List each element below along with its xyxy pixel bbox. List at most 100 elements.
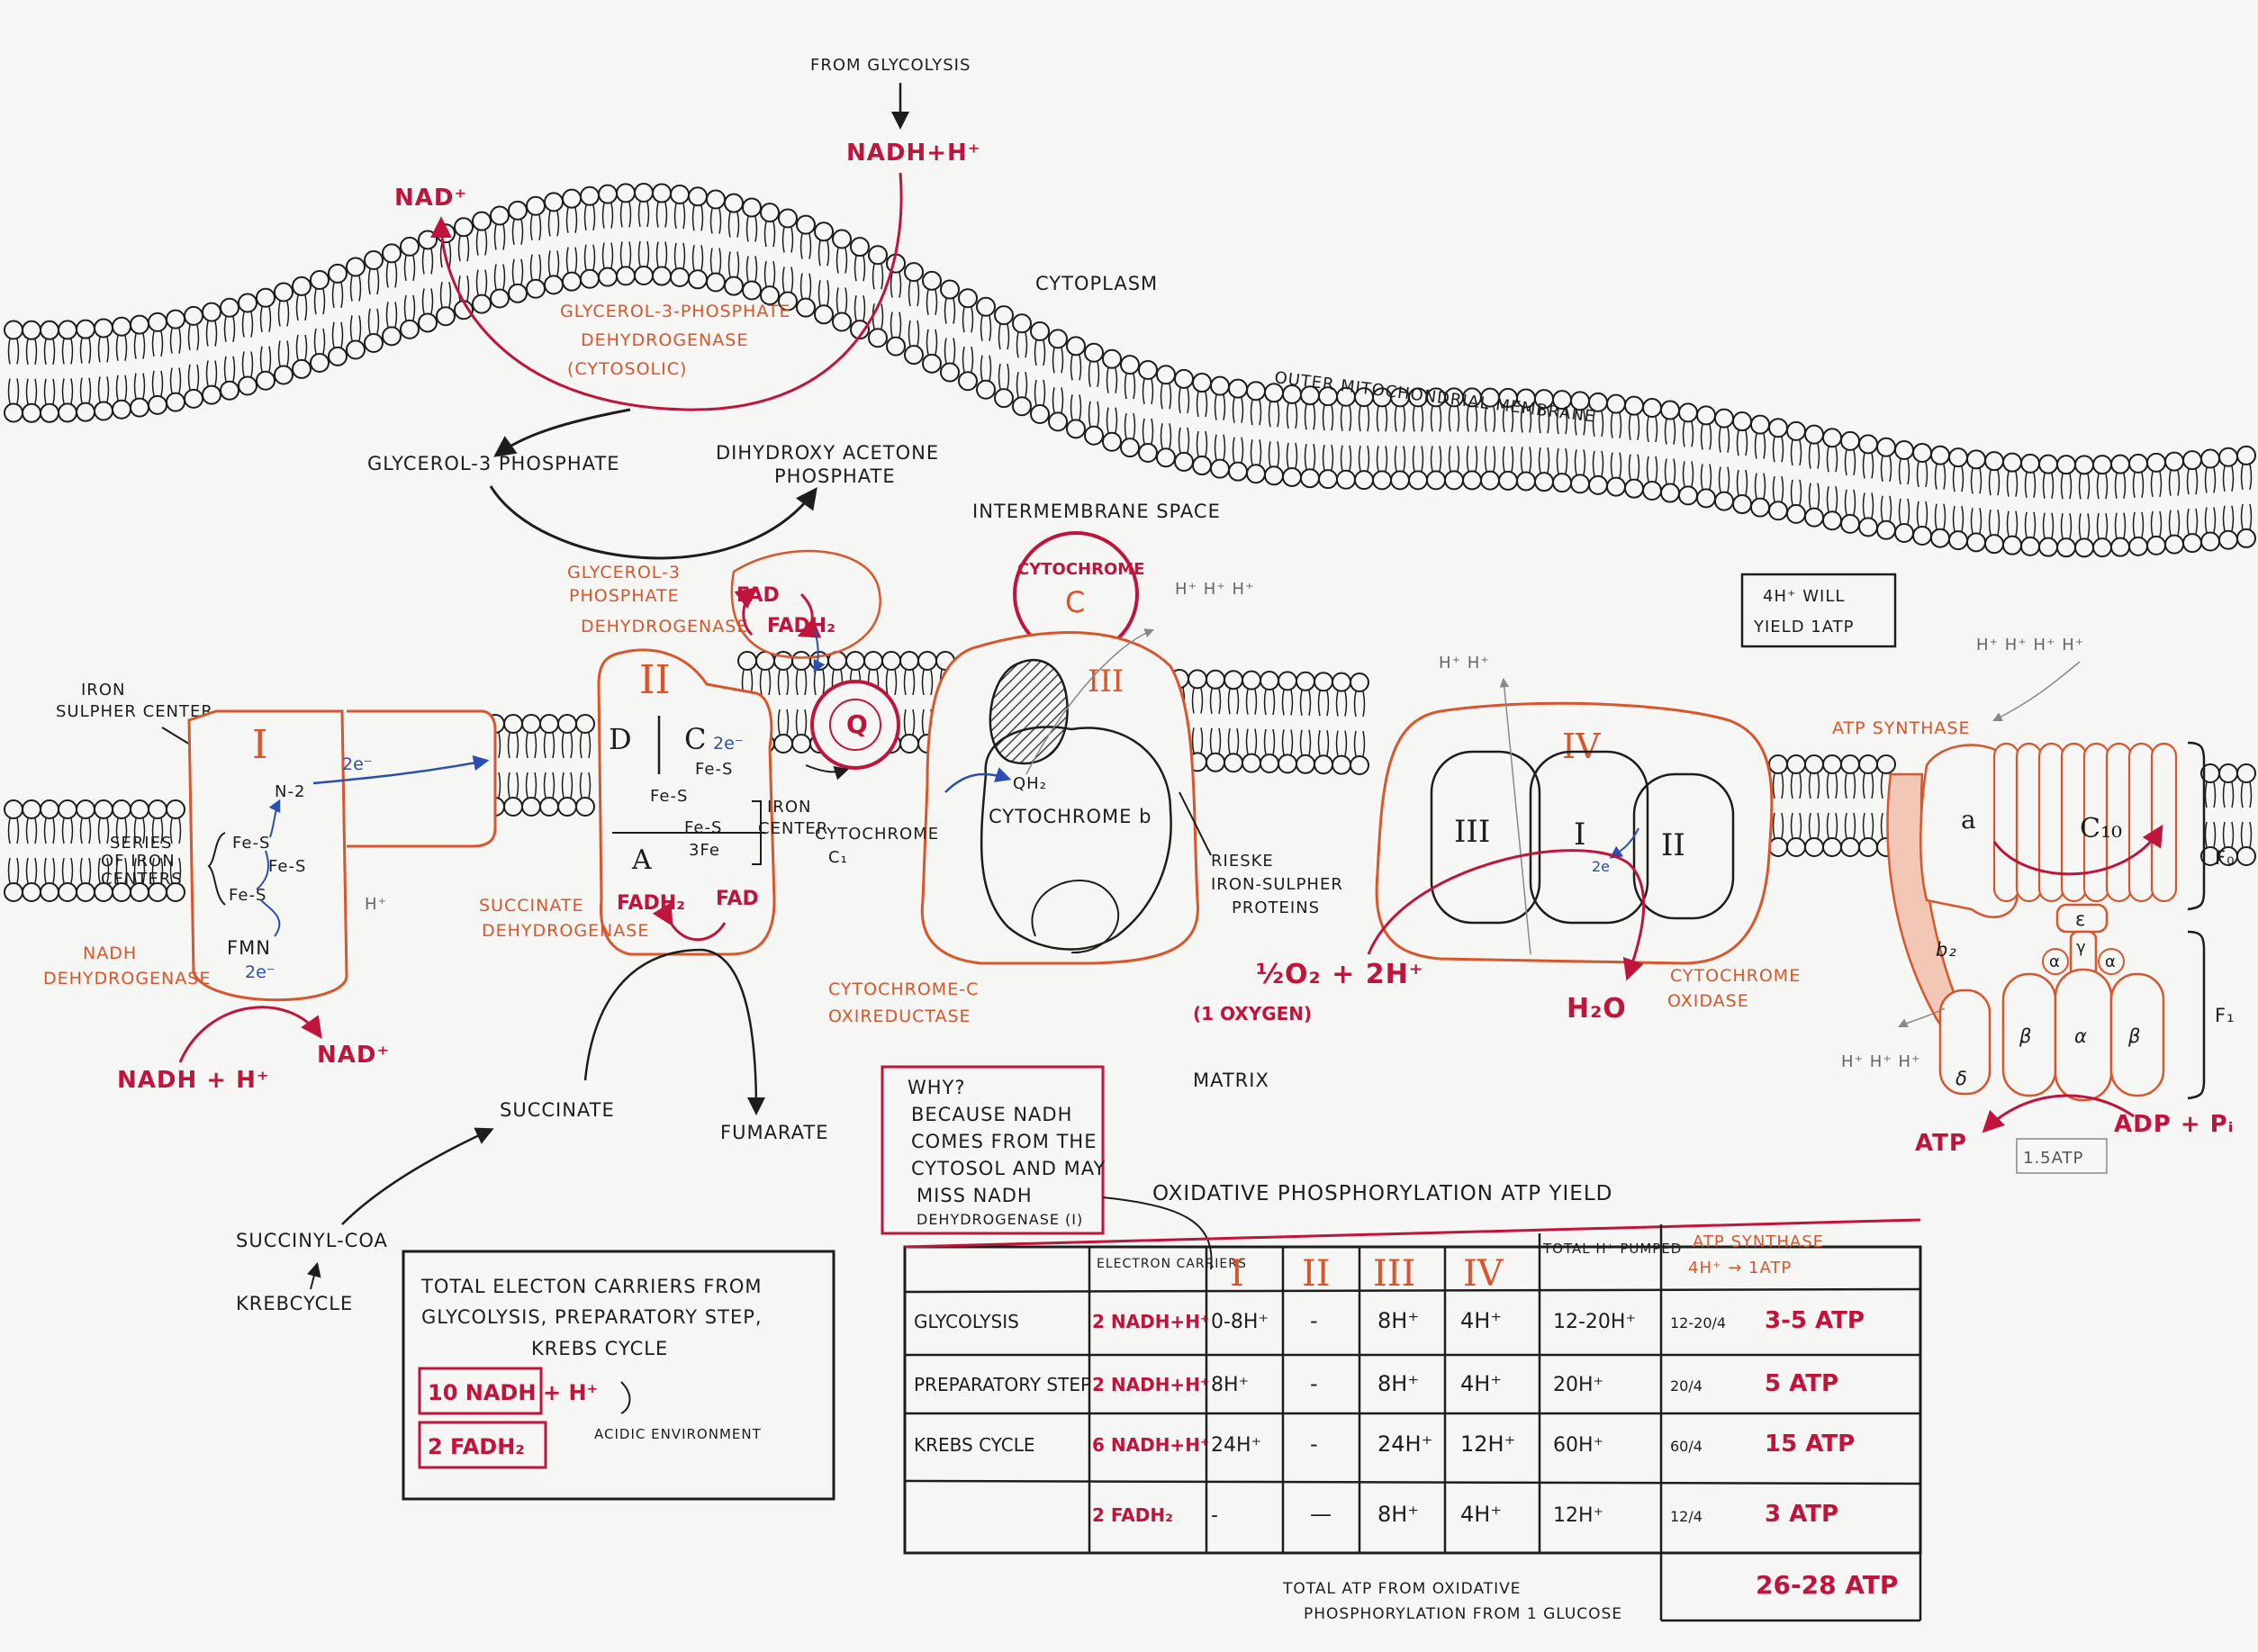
table-grid: [904, 1479, 1921, 1485]
nadh-dehydrogenase-label: NADH: [83, 943, 137, 963]
table-cell-total: 12-20H⁺: [1553, 1311, 1636, 1333]
fe-s-label: Fe-S: [232, 834, 270, 853]
iii-to-c-arrow: [1025, 628, 1154, 775]
fe-s-II-label: Fe-S: [650, 787, 688, 806]
dhap-label: DIHYDROXY ACETONE: [716, 442, 939, 464]
iv-subunit-III: [1430, 750, 1541, 925]
iron-center-label: CENTER: [758, 819, 828, 838]
one-five-atp-label: 1.5ATP: [2023, 1149, 2083, 1168]
nadh-total-box: [418, 1367, 543, 1415]
table-frame: [903, 1245, 1922, 1555]
two-e-label: 2e⁻: [245, 962, 275, 982]
th-II: II: [1302, 1253, 1331, 1295]
th-IV: IV: [1463, 1253, 1504, 1295]
th-synthase-ratio: 4H⁺ → 1ATP: [1688, 1259, 1792, 1277]
carriers-text: GLYCOLYSIS, PREPARATORY STEP,: [421, 1306, 763, 1328]
succinyl-to-succinate-arrow: [341, 1127, 494, 1225]
g3pdh-enzyme-outline: [730, 549, 881, 659]
f0-bracket: [2187, 741, 2206, 911]
epsilon-label: ε: [2075, 908, 2086, 930]
nad-top-label: NAD⁺: [394, 185, 467, 212]
nad-bottom-label: NAD⁺: [317, 1042, 390, 1069]
cytochrome-c-letter: C: [1065, 585, 1086, 619]
cytochrome-b-body: [980, 726, 1172, 951]
fad-top-label: FAD: [736, 584, 780, 607]
g3pdh-mito-label: PHOSPHATE: [569, 586, 680, 606]
atp-synthase-label: ATP SYNTHASE: [1832, 718, 1970, 738]
table-cell-ratio: 12/4: [1670, 1508, 1703, 1525]
c-subunit: [2150, 742, 2178, 903]
table-title: OXIDATIVE PHOSPHORYLATION ATP YIELD: [1152, 1182, 1612, 1205]
fadh2-to-q-arrow: [813, 629, 826, 673]
four-h-box: [1740, 573, 1897, 648]
table-cell-atp: 3 ATP: [1765, 1501, 1838, 1528]
alpha-label: α: [2074, 1025, 2088, 1047]
qh2-label: QH₂: [1013, 774, 1047, 793]
nadh-to-nad-arrow: [430, 172, 903, 411]
table-cell-total: 20H⁺: [1553, 1374, 1603, 1396]
succinate-label: SUCCINATE: [500, 1099, 615, 1121]
membranes: [4, 183, 2256, 902]
matrix-label: MATRIX: [1193, 1070, 1269, 1091]
why-box: [881, 1065, 1105, 1235]
four-h-box-text: YIELD 1ATP: [1753, 618, 1855, 636]
nadh-bottom-label: NADH + H⁺: [117, 1067, 270, 1094]
g3pdh-mito-label: DEHYDROGENASE: [581, 617, 748, 636]
sub-a-outline: [1919, 744, 2019, 918]
adp-pi-label: ADP + Pᵢ: [2114, 1111, 2234, 1138]
adp-to-atp-arrow: [1982, 1094, 2135, 1133]
sub-a-label: a: [1961, 805, 1976, 835]
electron-arrow-I: [312, 754, 490, 785]
table-top-red: [904, 1218, 1921, 1249]
iron-sulpher-center-label: SULPHER CENTER: [56, 702, 213, 721]
c10-ring: [1992, 742, 2178, 903]
th-synthase: ATP SYNTHASE: [1693, 1232, 1824, 1251]
beta-l-label: β: [2019, 1025, 2032, 1047]
series-label: SERIES: [110, 834, 172, 853]
atp-label: ATP: [1915, 1130, 1967, 1157]
alpha-small-r: [2098, 948, 2125, 975]
h-plus-top-right: H⁺ H⁺ H⁺ H⁺: [1976, 636, 2084, 654]
table-cell-ratio: 12-20/4: [1670, 1314, 1726, 1332]
cytochrome-b-lobe: [1031, 880, 1120, 954]
iv-I-label: I: [1574, 817, 1585, 853]
cyt-oxidase-label: CYTOCHROME: [1670, 966, 1801, 986]
succinate-dh-label: DEHYDROGENASE: [482, 921, 649, 941]
fadh2-total: 2 FADH₂: [428, 1434, 525, 1459]
table-cell-IV: 4H⁺: [1460, 1371, 1502, 1396]
table-cell-II: -: [1310, 1308, 1318, 1333]
table-cell-name: GLYCOLYSIS: [914, 1311, 1019, 1332]
table-cell-IV: 12H⁺: [1460, 1431, 1515, 1457]
fe-s-label: Fe-S: [268, 857, 306, 876]
alpha-small-label: α: [2049, 952, 2061, 971]
fad-cycle-arrow: [797, 592, 822, 638]
sub-D-label: D: [609, 722, 632, 756]
table-cell-atp: 15 ATP: [1765, 1431, 1855, 1458]
two-e-label: 2e⁻: [713, 734, 744, 754]
ubiquinone-q: [810, 680, 900, 770]
c-subunit: [2127, 742, 2155, 903]
rieske-label: PROTEINS: [1232, 898, 1320, 917]
alpha-small-l: [2042, 948, 2069, 975]
carriers-text: KREBS CYCLE: [531, 1338, 668, 1359]
table-cell-II: —: [1310, 1502, 1332, 1527]
carriers-text: TOTAL ELECTON CARRIERS FROM: [420, 1276, 763, 1297]
inner-membrane-left: [4, 799, 185, 902]
succinyl-coa-label: SUCCINYL-COA: [236, 1230, 388, 1251]
fe-s-II-label: Fe-S: [695, 760, 733, 779]
four-h-box-text: 4H⁺ WILL: [1763, 587, 1845, 606]
n2-label: N-2: [275, 782, 305, 801]
succinate-dh-label: SUCCINATE: [479, 896, 583, 916]
inner-membrane-seg1: [485, 714, 595, 817]
delta-stator: [1938, 988, 1992, 1096]
table-cell-total: 60H⁺: [1553, 1434, 1603, 1457]
h-out-arrow: [1898, 1007, 1946, 1027]
g3pdh-cyt-label: (CYTOSOLIC): [567, 359, 687, 379]
series-label: CENTERS: [101, 870, 183, 889]
oxygen-to-water-arrow: [1367, 849, 1646, 981]
table-cell-carrier: 6 NADH+H⁺: [1092, 1434, 1210, 1456]
fe-s-II-label: Fe-S: [684, 818, 722, 837]
g3pdh-cyt-label: GLYCEROL-3-PHOSPHATE: [560, 302, 790, 321]
beta-r: [2109, 972, 2165, 1097]
